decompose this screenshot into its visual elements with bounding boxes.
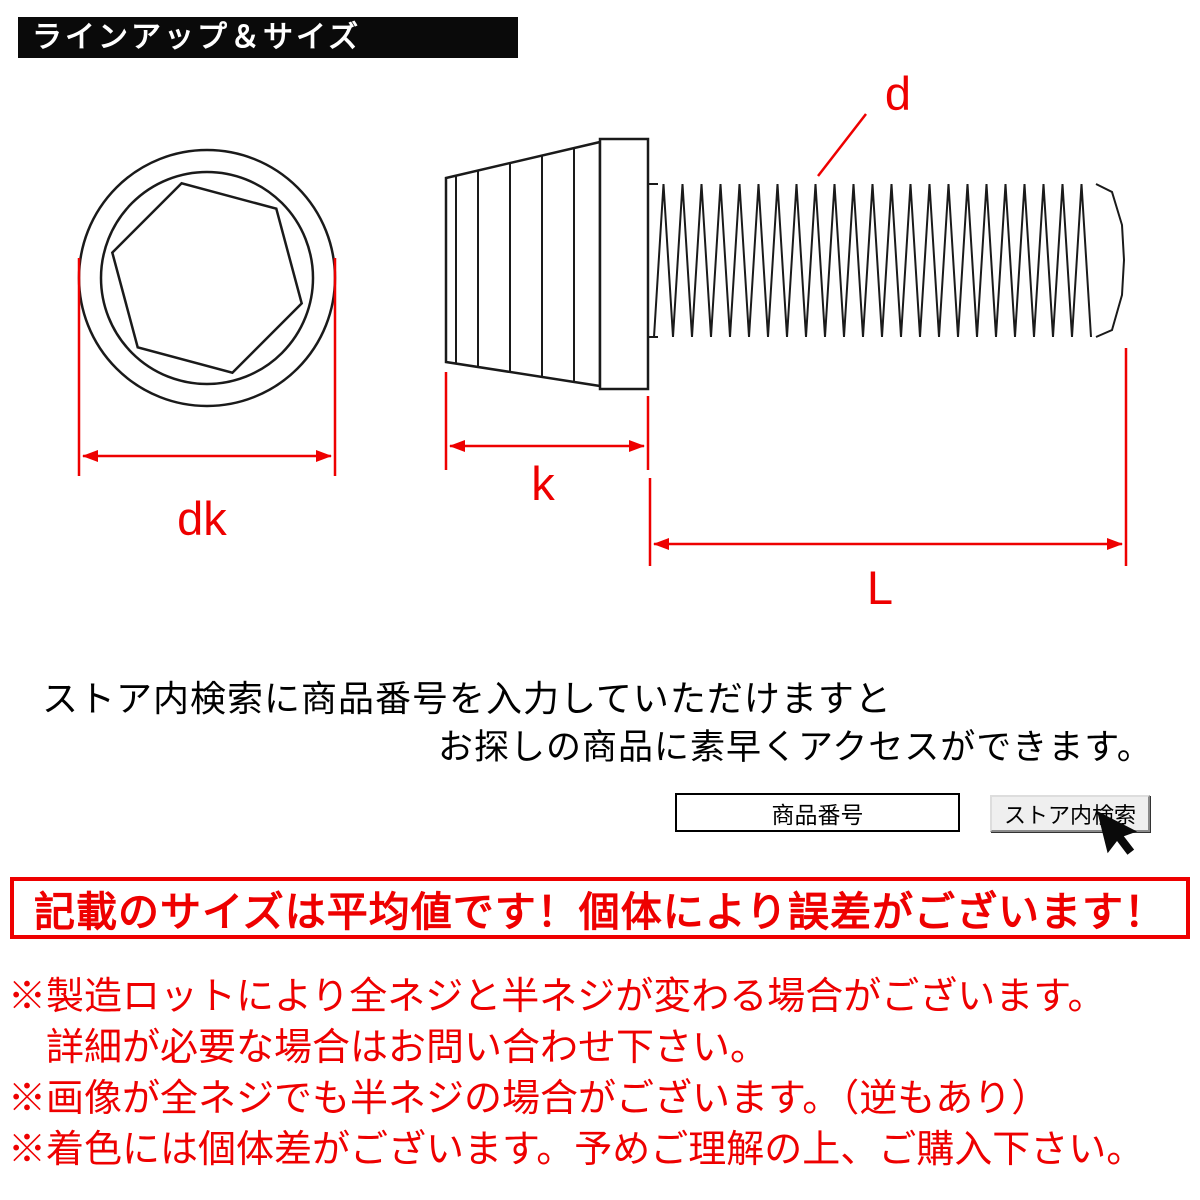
search-guide-line1: ストア内検索に商品番号を入力していただけますと [42, 678, 892, 719]
dk-label: dk [177, 492, 227, 545]
notice-line: ※画像が全ネジでも半ネジの場合がございます。（逆もあり） [8, 1078, 1050, 1120]
cursor-arrow-icon [1097, 811, 1138, 855]
head-inner-circle [99, 170, 315, 386]
search-guide-line2: お探しの商品に素早くアクセスができます。 [438, 728, 1153, 767]
size-disclaimer-text: 記載のサイズは平均値です！個体により誤差がございます！ [34, 889, 1166, 935]
k-dimension [444, 372, 650, 470]
notice-line: 詳細が必要な場合はお問い合わせ下さい。 [8, 1027, 769, 1069]
product-number-input[interactable] [675, 793, 960, 832]
d-dimension [817, 113, 867, 177]
screw-head-side-view [444, 137, 650, 391]
k-label: k [531, 457, 555, 510]
notice-line: ※製造ロットにより全ネジと半ネジが変わる場合がございます。 [8, 976, 1106, 1018]
dk-dimension [77, 258, 337, 476]
section-title-bar: ラインアップ＆サイズ [18, 17, 518, 58]
screw-thread-side-view [648, 183, 1126, 338]
l-dimension [648, 348, 1128, 566]
head-outer-circle [77, 148, 337, 408]
l-label: L [867, 561, 893, 614]
section-title: ラインアップ＆サイズ [32, 21, 362, 54]
notice-line: ※着色には個体差がございます。予めご理解の上、ご購入下さい。 [8, 1129, 1145, 1171]
notice-lines: ※製造ロットにより全ネジと半ネジが変わる場合がございます。 詳細が必要な場合はお… [8, 972, 1196, 1176]
screw-dimension-diagram: dk d k [77, 67, 1128, 614]
hex-socket [110, 181, 304, 375]
d-label: d [885, 67, 911, 120]
screw-head-front-view [77, 148, 337, 408]
size-disclaimer-box: 記載のサイズは平均値です！個体により誤差がございます！ [10, 877, 1190, 939]
